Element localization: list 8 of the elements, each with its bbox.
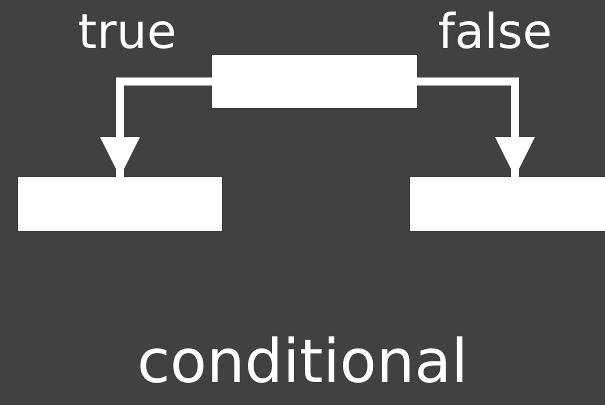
process-box — [410, 177, 605, 231]
edge-label: false — [438, 8, 552, 56]
edge-label: true — [78, 8, 177, 56]
arrow — [100, 78, 212, 177]
arrow — [417, 78, 535, 177]
process-box — [18, 177, 222, 231]
caption: conditional — [137, 332, 468, 392]
process-box — [212, 55, 417, 108]
